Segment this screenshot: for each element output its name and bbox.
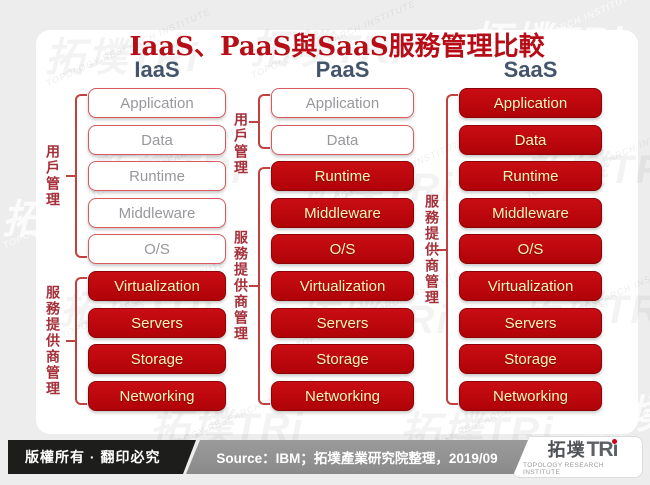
box-iaas-networking: Networking [88,381,226,411]
box-paas-data: Data [271,125,414,155]
box-iaas-data: Data [88,125,226,155]
box-iaas-storage: Storage [88,344,226,374]
box-paas-os: O/S [271,234,414,264]
logo-hanzi-text: 拓墣 [547,439,586,460]
logo-caption-text: TOPOLOGY RESEARCH INSTITUTE [523,461,604,476]
source-bar: Source：IBM；拓墣產業研究院整理，2019/09 [186,440,528,474]
box-iaas-os: O/S [88,234,226,264]
bracket-saas-provider [437,94,458,405]
label-paas-user-managed: 用戶管理 [232,112,248,176]
box-saas-os: O/S [459,234,602,264]
box-saas-virtualization: Virtualization [459,271,602,301]
box-paas-middleware: Middleware [271,198,414,228]
box-paas-virtualization: Virtualization [271,271,414,301]
box-saas-runtime: Runtime [459,161,602,191]
bracket-paas-provider [249,167,270,405]
box-saas-servers: Servers [459,308,602,338]
column-header-paas: PaaS [315,57,370,82]
bracket-iaas-provider [66,277,87,405]
copyright-text: 版權所有 · 翻印必究 [25,449,161,465]
column-header-iaas: IaaS [134,57,180,82]
box-iaas-middleware: Middleware [88,198,226,228]
box-paas-servers: Servers [271,308,414,338]
page-title: IaaS、PaaS與SaaS服務管理比較 [129,32,545,62]
box-iaas-servers: Servers [88,308,226,338]
label-iaas-provider-managed: 服務提供商管理 [44,285,60,397]
box-saas-networking: Networking [459,381,602,411]
box-paas-runtime: Runtime [271,161,414,191]
box-paas-networking: Networking [271,381,414,411]
box-iaas-application: Application [88,88,226,118]
box-saas-data: Data [459,125,602,155]
box-paas-storage: Storage [271,344,414,374]
box-paas-application: Application [271,88,414,118]
box-iaas-runtime: Runtime [88,161,226,191]
label-saas-provider-managed: 服務提供商管理 [423,193,439,306]
source-text: Source：IBM；拓墣產業研究院整理，2019/09 [216,451,498,466]
box-iaas-virtualization: Virtualization [88,271,226,301]
box-saas-storage: Storage [459,344,602,374]
label-iaas-user-managed: 用戶管理 [44,144,60,208]
box-saas-middleware: Middleware [459,198,602,228]
column-header-saas: SaaS [503,57,558,82]
bracket-paas-user [249,94,270,149]
logo-latin-text: TRi [586,437,618,461]
tri-logo: 拓墣 TRi [547,437,618,461]
box-saas-application: Application [459,88,602,118]
bracket-iaas-user [66,94,87,258]
tri-logo-panel: 拓墣 TRi TOPOLOGY RESEARCH INSTITUTE [512,436,643,478]
copyright-bar: 版權所有 · 翻印必究 [8,440,196,474]
label-paas-provider-managed: 服務提供商管理 [232,230,248,342]
